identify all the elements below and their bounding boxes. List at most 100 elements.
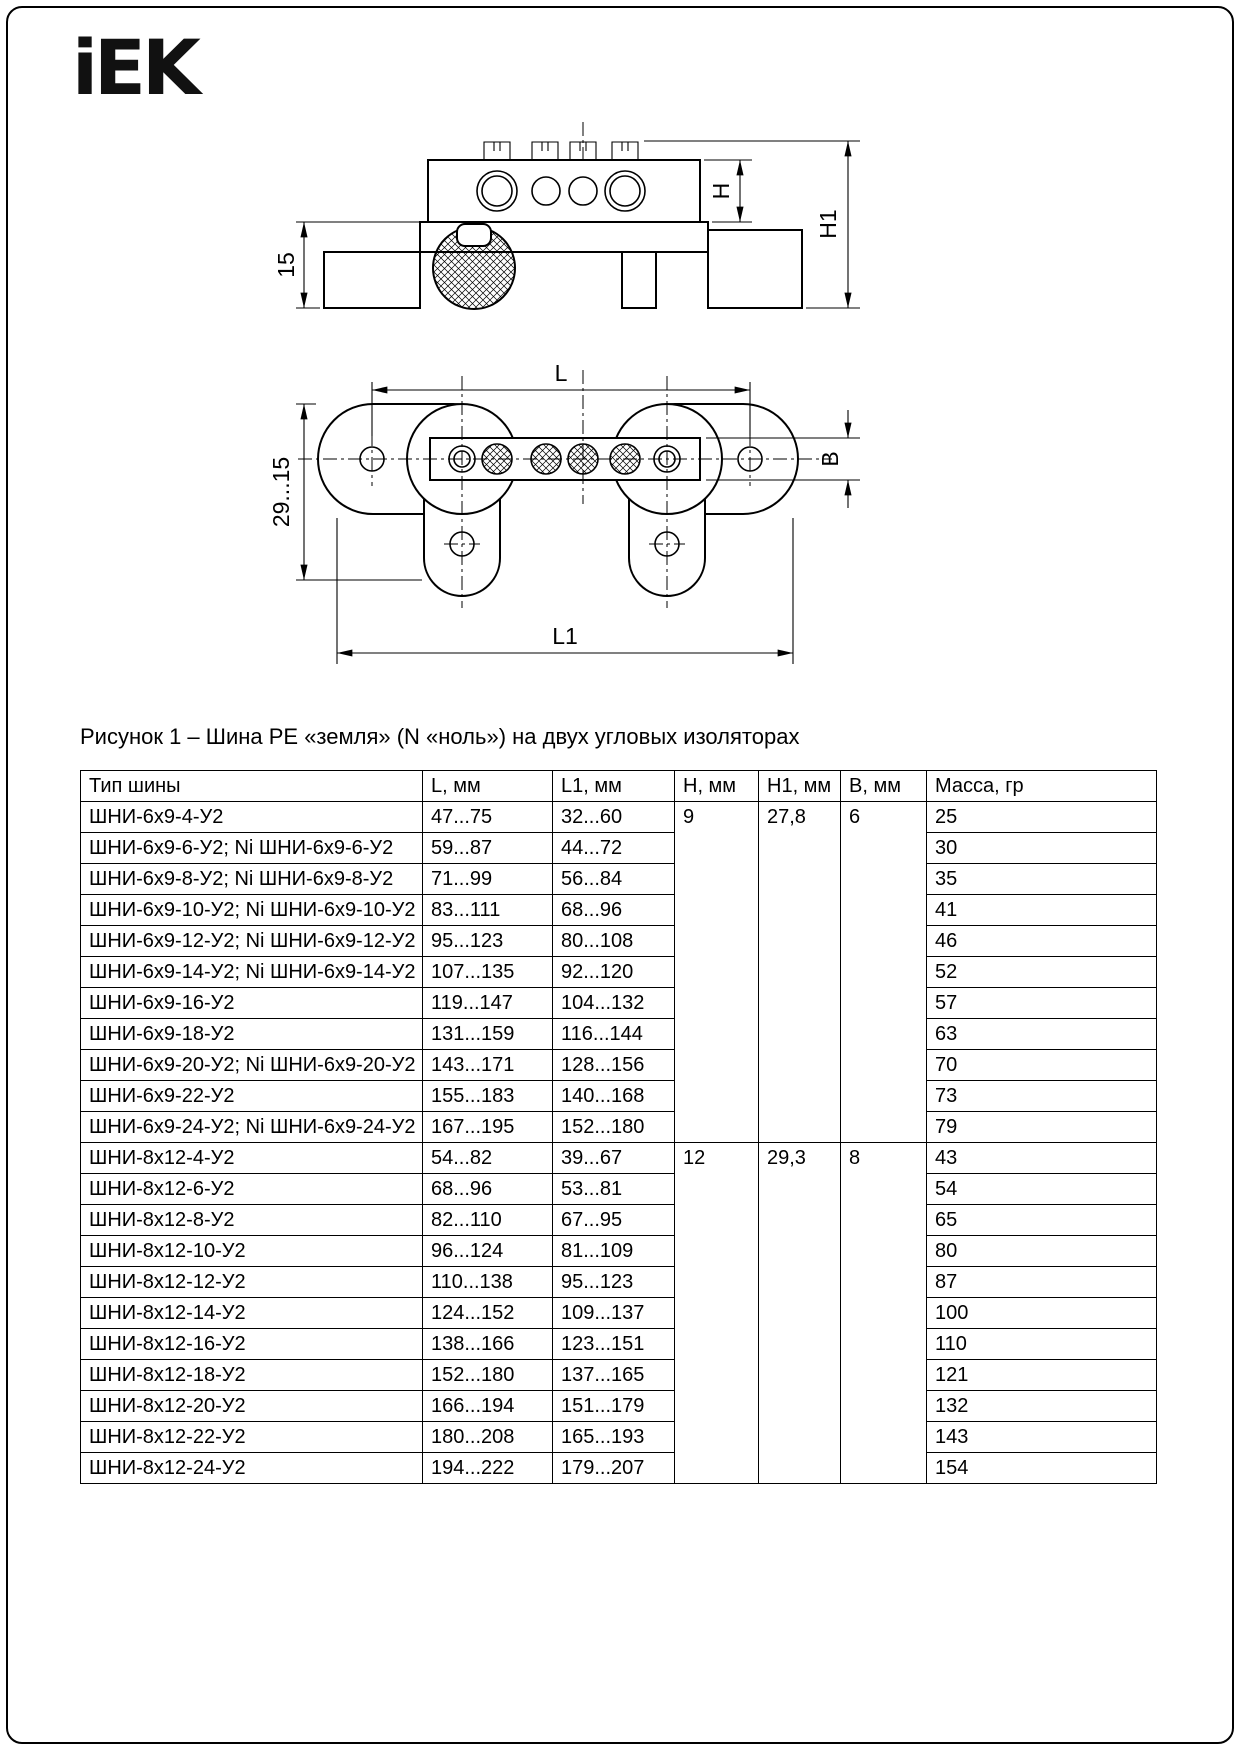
cell-mass: 46 <box>926 925 1157 957</box>
cell-l1: 152...180 <box>552 1111 675 1143</box>
column-header: H, мм <box>674 770 759 802</box>
cell-h1-shared: 29,3 <box>758 1142 841 1484</box>
iek-logo: iEK <box>72 23 201 112</box>
technical-drawing: 15 H H1 <box>268 122 860 664</box>
cell-bus-type: ШНИ-6x9-10-У2; Ni ШНИ-6x9-10-У2 <box>80 894 423 926</box>
dim-label-b: B <box>817 451 843 466</box>
cell-l: 143...171 <box>422 1049 553 1081</box>
cell-l1: 95...123 <box>552 1266 675 1298</box>
column-header: B, мм <box>840 770 927 802</box>
cell-l: 96...124 <box>422 1235 553 1267</box>
dimension-b: B <box>706 410 860 508</box>
cell-mass: 110 <box>926 1328 1157 1360</box>
cell-bus-type: ШНИ-8x12-6-У2 <box>80 1173 423 1205</box>
cell-mass: 25 <box>926 801 1157 833</box>
cell-bus-type: ШНИ-8x12-12-У2 <box>80 1266 423 1298</box>
cell-mass: 87 <box>926 1266 1157 1298</box>
cell-bus-type: ШНИ-6x9-18-У2 <box>80 1018 423 1050</box>
cell-l1: 53...81 <box>552 1173 675 1205</box>
dim-label-h: H <box>708 183 734 200</box>
cell-l: 95...123 <box>422 925 553 957</box>
cell-mass: 63 <box>926 1018 1157 1050</box>
cell-bus-type: ШНИ-6x9-16-У2 <box>80 987 423 1019</box>
busbar-body <box>427 159 701 223</box>
cell-mass: 73 <box>926 1080 1157 1112</box>
cell-h1-shared: 27,8 <box>758 801 841 1143</box>
column-header: Тип шины <box>80 770 423 802</box>
cell-mass: 54 <box>926 1173 1157 1205</box>
cell-l1: 92...120 <box>552 956 675 988</box>
cell-bus-type: ШНИ-6x9-20-У2; Ni ШНИ-6x9-20-У2 <box>80 1049 423 1081</box>
cell-l1: 116...144 <box>552 1018 675 1050</box>
cell-l: 47...75 <box>422 801 553 833</box>
cell-mass: 41 <box>926 894 1157 926</box>
dim-label-l: L <box>555 360 568 386</box>
dimension-l1: L1 <box>336 518 794 664</box>
cell-l: 110...138 <box>422 1266 553 1298</box>
cell-l: 152...180 <box>422 1359 553 1391</box>
cell-l: 166...194 <box>422 1390 553 1422</box>
cell-mass: 52 <box>926 956 1157 988</box>
cell-l1: 68...96 <box>552 894 675 926</box>
cell-l1: 109...137 <box>552 1297 675 1329</box>
cell-l: 124...152 <box>422 1297 553 1329</box>
dimension-h: H <box>704 159 752 223</box>
cell-l1: 123...151 <box>552 1328 675 1360</box>
dim-label-29-15: 29...15 <box>268 457 294 527</box>
cell-l: 119...147 <box>422 987 553 1019</box>
cell-bus-type: ШНИ-6x9-8-У2; Ni ШНИ-6x9-8-У2 <box>80 863 423 895</box>
right-wing <box>707 229 803 309</box>
cell-h-shared: 12 <box>674 1142 759 1484</box>
cell-mass: 132 <box>926 1390 1157 1422</box>
cell-mass: 154 <box>926 1452 1157 1484</box>
cell-mass: 143 <box>926 1421 1157 1453</box>
cell-l: 68...96 <box>422 1173 553 1205</box>
cell-mass: 57 <box>926 987 1157 1019</box>
cell-mass: 35 <box>926 863 1157 895</box>
cell-l1: 67...95 <box>552 1204 675 1236</box>
cell-mass: 121 <box>926 1359 1157 1391</box>
right-insulator-silhouette <box>621 251 657 309</box>
cell-b-shared: 6 <box>840 801 927 1143</box>
cell-bus-type: ШНИ-8x12-10-У2 <box>80 1235 423 1267</box>
insulator-cap <box>456 223 492 247</box>
cell-l1: 39...67 <box>552 1142 675 1174</box>
screw-hole-inner <box>481 175 513 207</box>
cell-l: 59...87 <box>422 832 553 864</box>
cell-bus-type: ШНИ-6x9-14-У2; Ni ШНИ-6x9-14-У2 <box>80 956 423 988</box>
cell-bus-type: ШНИ-8x12-22-У2 <box>80 1421 423 1453</box>
cell-l1: 179...207 <box>552 1452 675 1484</box>
plan-view: L 29...15 B L1 <box>268 360 860 664</box>
cell-bus-type: ШНИ-6x9-12-У2; Ni ШНИ-6x9-12-У2 <box>80 925 423 957</box>
cell-bus-type: ШНИ-8x12-8-У2 <box>80 1204 423 1236</box>
dimension-15: 15 <box>273 221 420 309</box>
dimension-h1: H1 <box>644 140 860 309</box>
cell-bus-type: ШНИ-6x9-4-У2 <box>80 801 423 833</box>
cell-l1: 128...156 <box>552 1049 675 1081</box>
cell-l: 71...99 <box>422 863 553 895</box>
cell-bus-type: ШНИ-8x12-14-У2 <box>80 1297 423 1329</box>
terminal-tabs <box>483 141 639 160</box>
left-wing <box>323 251 421 309</box>
column-header: H1, мм <box>758 770 841 802</box>
cell-l1: 165...193 <box>552 1421 675 1453</box>
screw-hole <box>568 176 598 206</box>
column-header: L1, мм <box>552 770 675 802</box>
cell-mass: 80 <box>926 1235 1157 1267</box>
cell-bus-type: ШНИ-8x12-4-У2 <box>80 1142 423 1174</box>
cell-mass: 100 <box>926 1297 1157 1329</box>
